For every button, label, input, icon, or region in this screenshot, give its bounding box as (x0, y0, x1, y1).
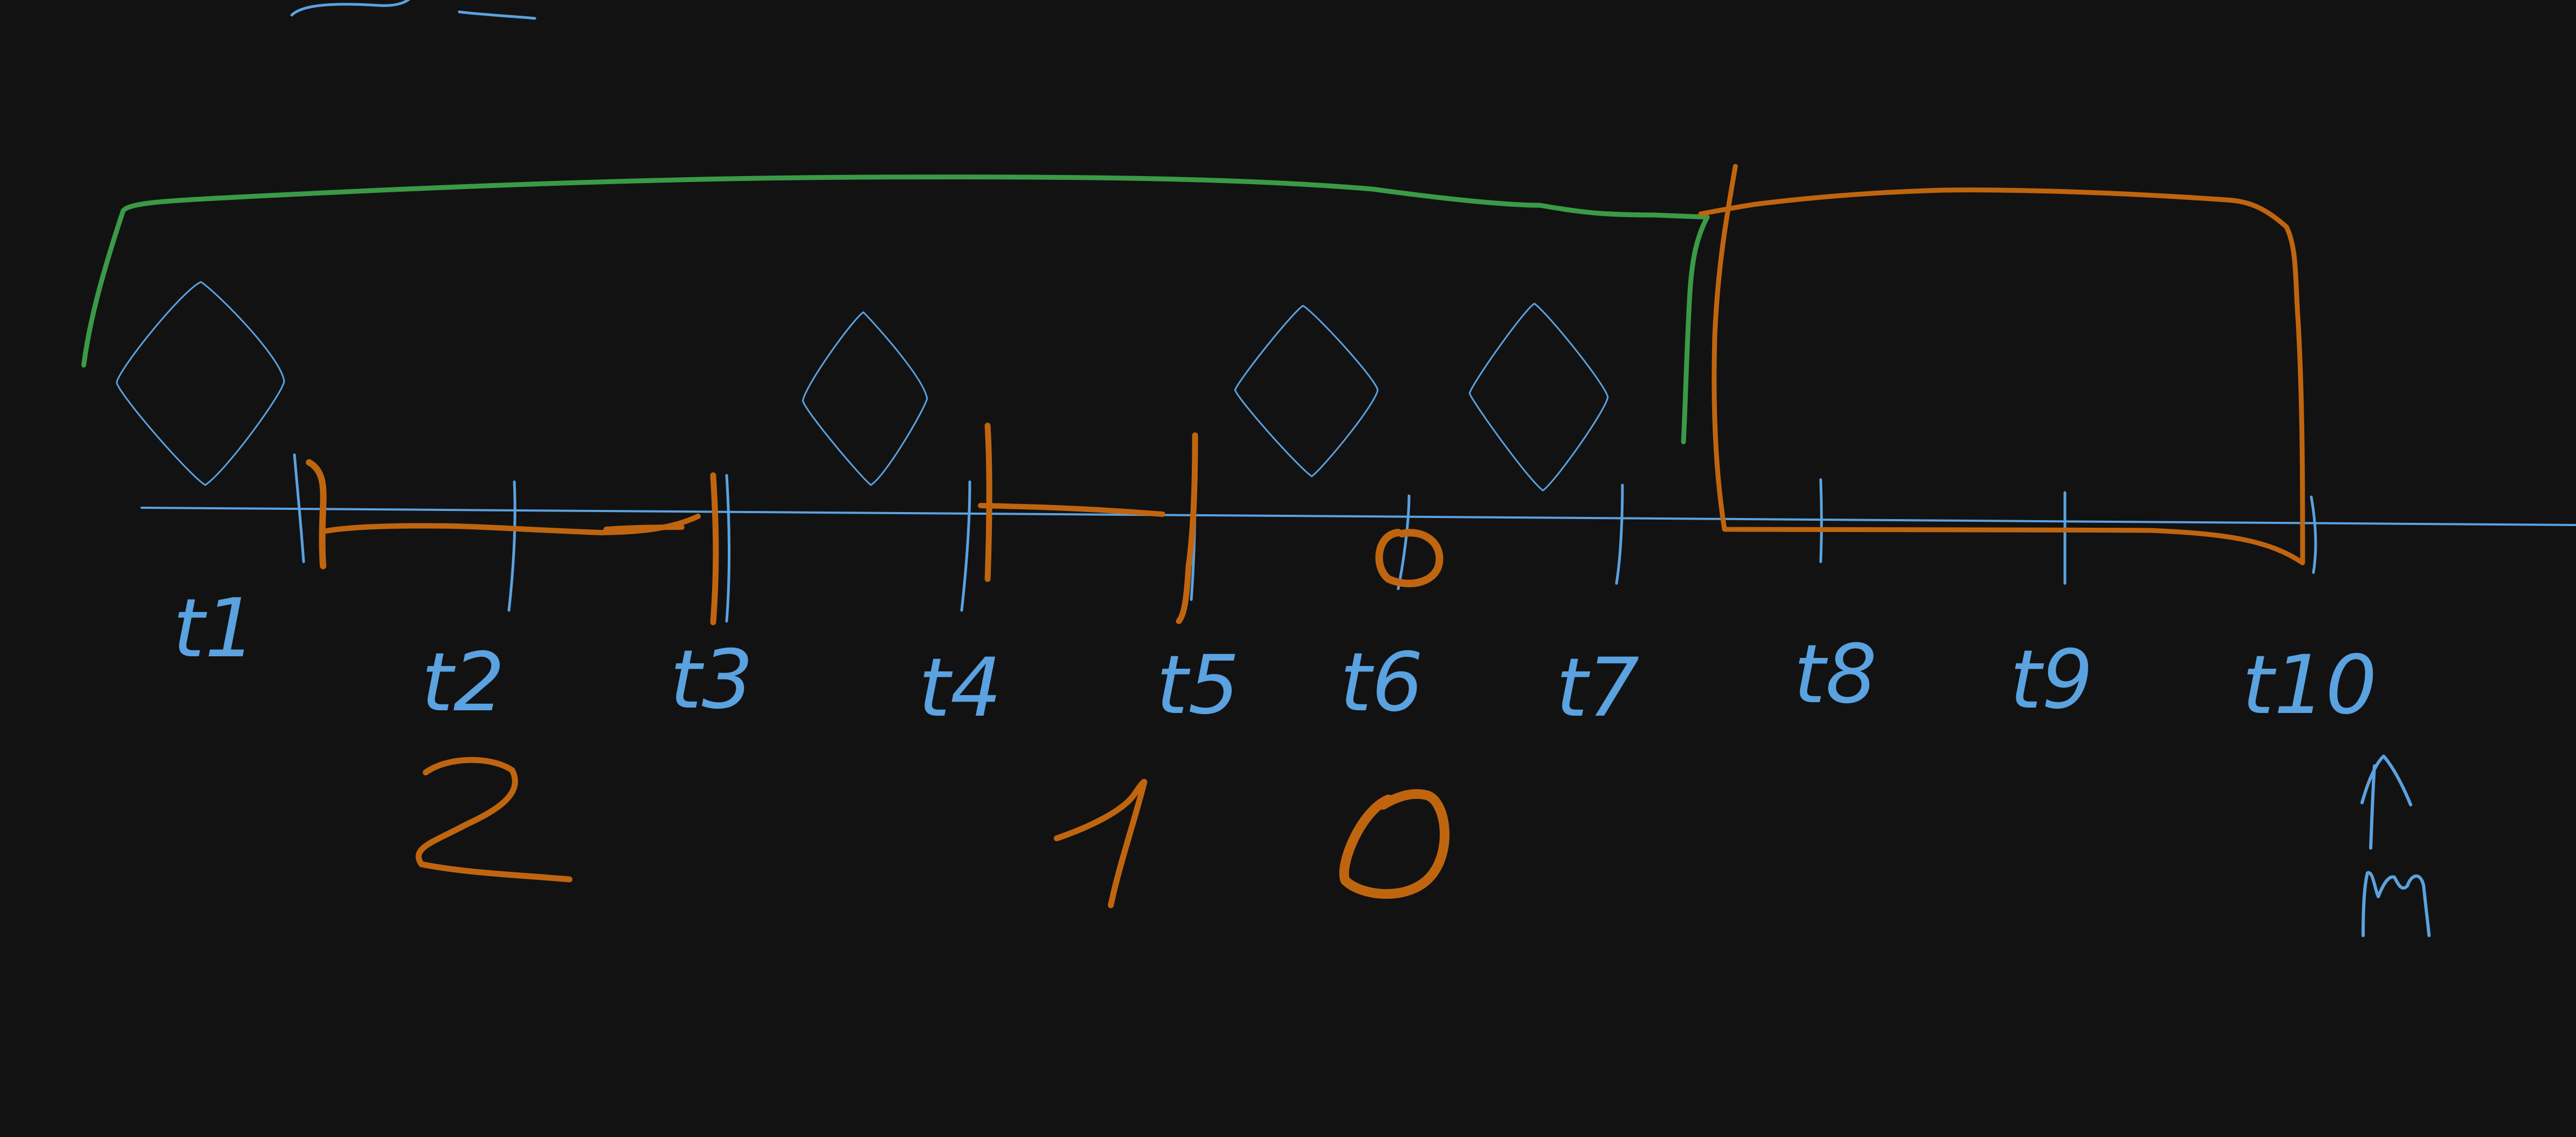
orange-box-t8-t10 (1698, 164, 2305, 566)
orange-bracket-t1-t3 (306, 459, 719, 625)
diamond-near-t6 (1468, 302, 1609, 492)
tick-t10 (2310, 495, 2317, 574)
diamond-near-t5 (1234, 305, 1379, 477)
top-edge-scribble (290, 0, 536, 20)
tick-label-t6: t6 (1340, 636, 1423, 730)
orange-bracket-t4-t5 (978, 422, 1198, 624)
group-count-2: 2 (415, 757, 573, 883)
tick-label-t5: t5 (1156, 638, 1239, 732)
diamond-near-t1 (116, 281, 285, 486)
tick-t1 (293, 453, 305, 563)
marker-under-t10: ^ m (2360, 755, 2431, 937)
tick-label-t3: t3 (670, 633, 753, 727)
marker-m-text: m (2393, 918, 2394, 919)
group-count-0: 0 (1339, 789, 1450, 899)
tick-marks (293, 453, 2317, 623)
tick-label-t8: t8 (1794, 628, 1877, 722)
diamond-near-t3 (802, 311, 928, 486)
tick-label-t4: t4 (918, 641, 1002, 735)
tick-t6 (1397, 494, 1411, 590)
group-count-1: 1 (1054, 778, 1148, 909)
orange-circle-t6 (1375, 529, 1444, 588)
marker-m (2362, 871, 2431, 937)
tick-t2 (507, 480, 516, 612)
tick-label-t9: t9 (2010, 633, 2093, 727)
diamond-markers (116, 281, 1609, 492)
green-bracket (81, 174, 1710, 445)
tick-t4 (960, 480, 971, 612)
tick-label-t1: t1 (173, 582, 256, 676)
tick-label-t7: t7 (1556, 641, 1639, 735)
tick-t8 (1819, 478, 1823, 563)
tick-label-t2: t2 (421, 636, 505, 730)
tick-labels: t1 t2 t3 t4 t5 t6 t7 t8 t9 t10 (173, 582, 2377, 735)
timeline-axis (140, 507, 2576, 526)
group-count-2-text: 2 (486, 842, 487, 843)
tick-label-t10: t10 (2242, 638, 2377, 732)
tick-t3 (725, 474, 731, 623)
tick-t7 (1615, 483, 1624, 585)
up-arrow-icon (2360, 755, 2412, 806)
